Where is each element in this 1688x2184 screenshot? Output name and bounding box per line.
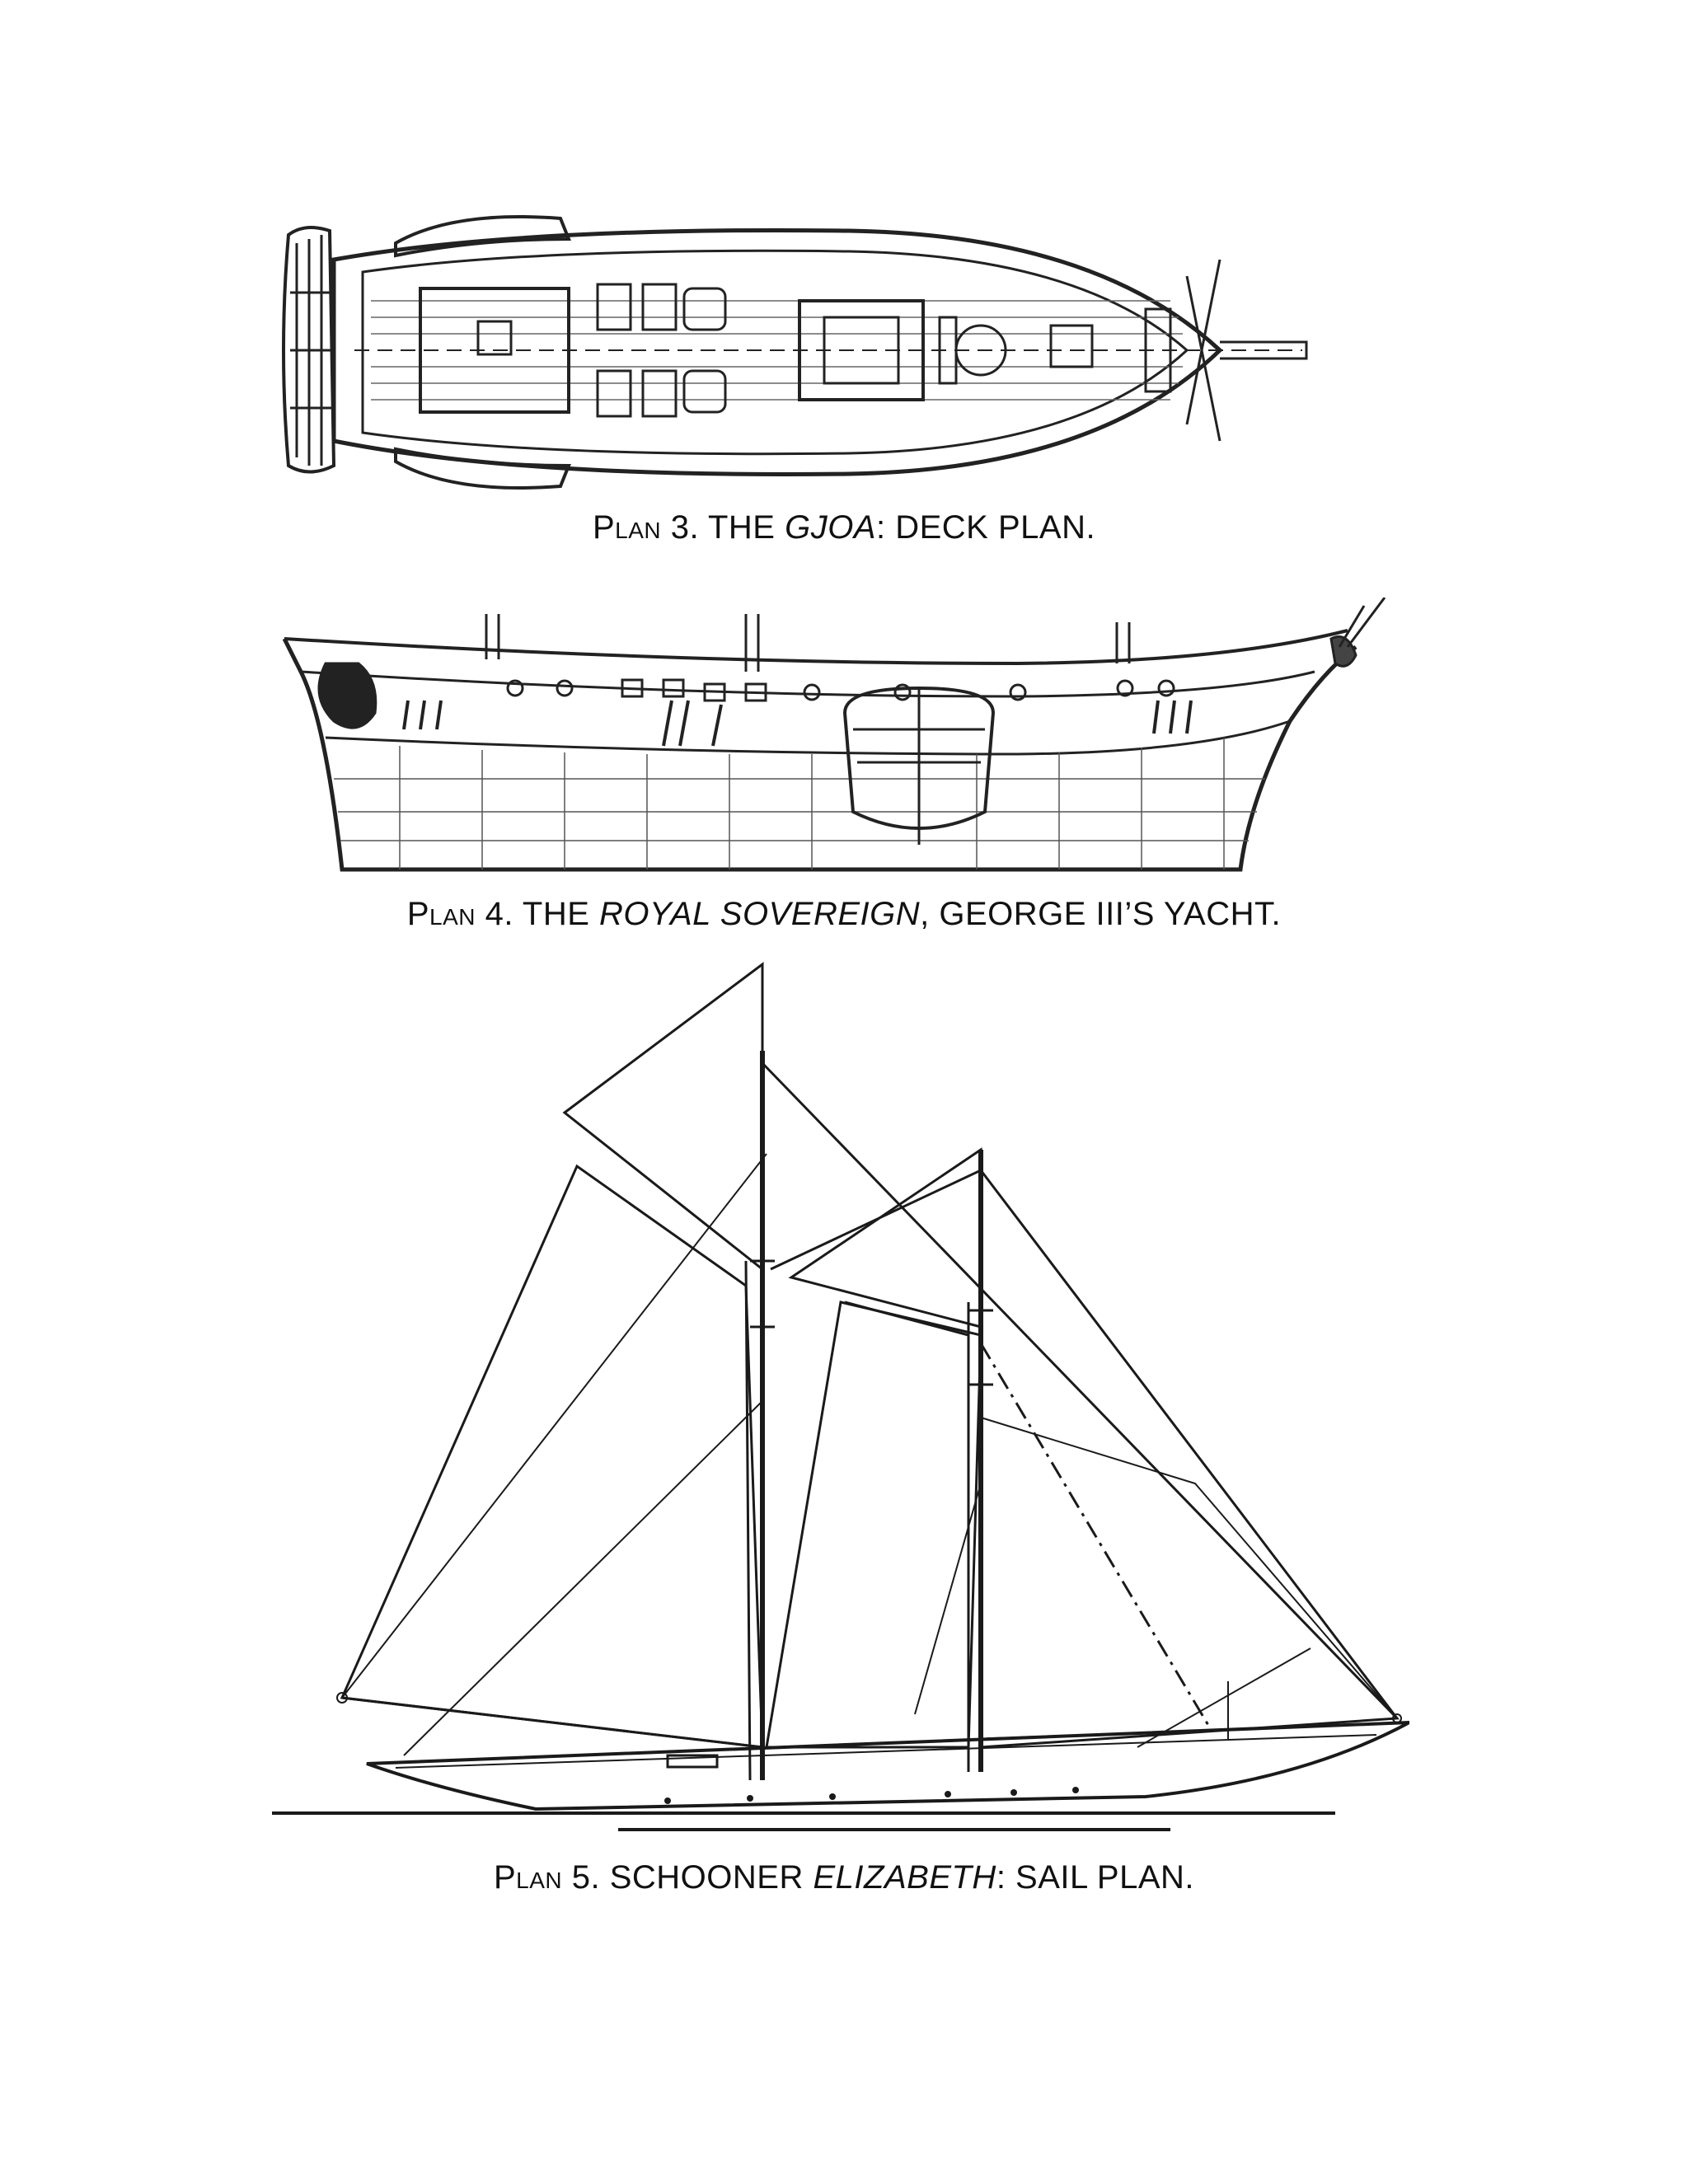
plan-5-caption: Plan 5. SCHOONER ELIZABETH: SAIL PLAN. (0, 1859, 1688, 1896)
caption-small-caps: Plan (493, 1859, 563, 1896)
royal-sovereign-drawing (276, 598, 1409, 890)
caption-ship-name: ELIZABETH (813, 1859, 996, 1896)
elizabeth-sail-plan-svg (272, 962, 1409, 1831)
caption-small-caps: Plan (406, 896, 476, 932)
caption-number: 4. THE (476, 896, 599, 932)
schooner-sail-plan-drawing (272, 956, 1409, 1863)
deck-plan-drawing (272, 194, 1311, 499)
plan-3-caption: Plan 3. THE GJOA: DECK PLAN. (0, 509, 1688, 546)
caption-description: : DECK PLAN. (875, 509, 1096, 546)
caption-description: : SAIL PLAN. (996, 1859, 1195, 1896)
royal-sovereign-profile-svg (282, 598, 1386, 872)
caption-ship-name: GJOA (785, 509, 876, 546)
caption-number: 3. THE (661, 509, 785, 546)
caption-small-caps: Plan (592, 509, 662, 546)
caption-ship-name: ROYAL SOVEREIGN (599, 896, 921, 932)
caption-number: 5. SCHOONER (562, 1859, 814, 1896)
caption-description: , GEORGE III’S YACHT. (920, 896, 1282, 932)
gjoa-deck-plan-svg (282, 215, 1308, 490)
plan-4-caption: Plan 4. THE ROYAL SOVEREIGN, GEORGE III’… (0, 896, 1688, 933)
